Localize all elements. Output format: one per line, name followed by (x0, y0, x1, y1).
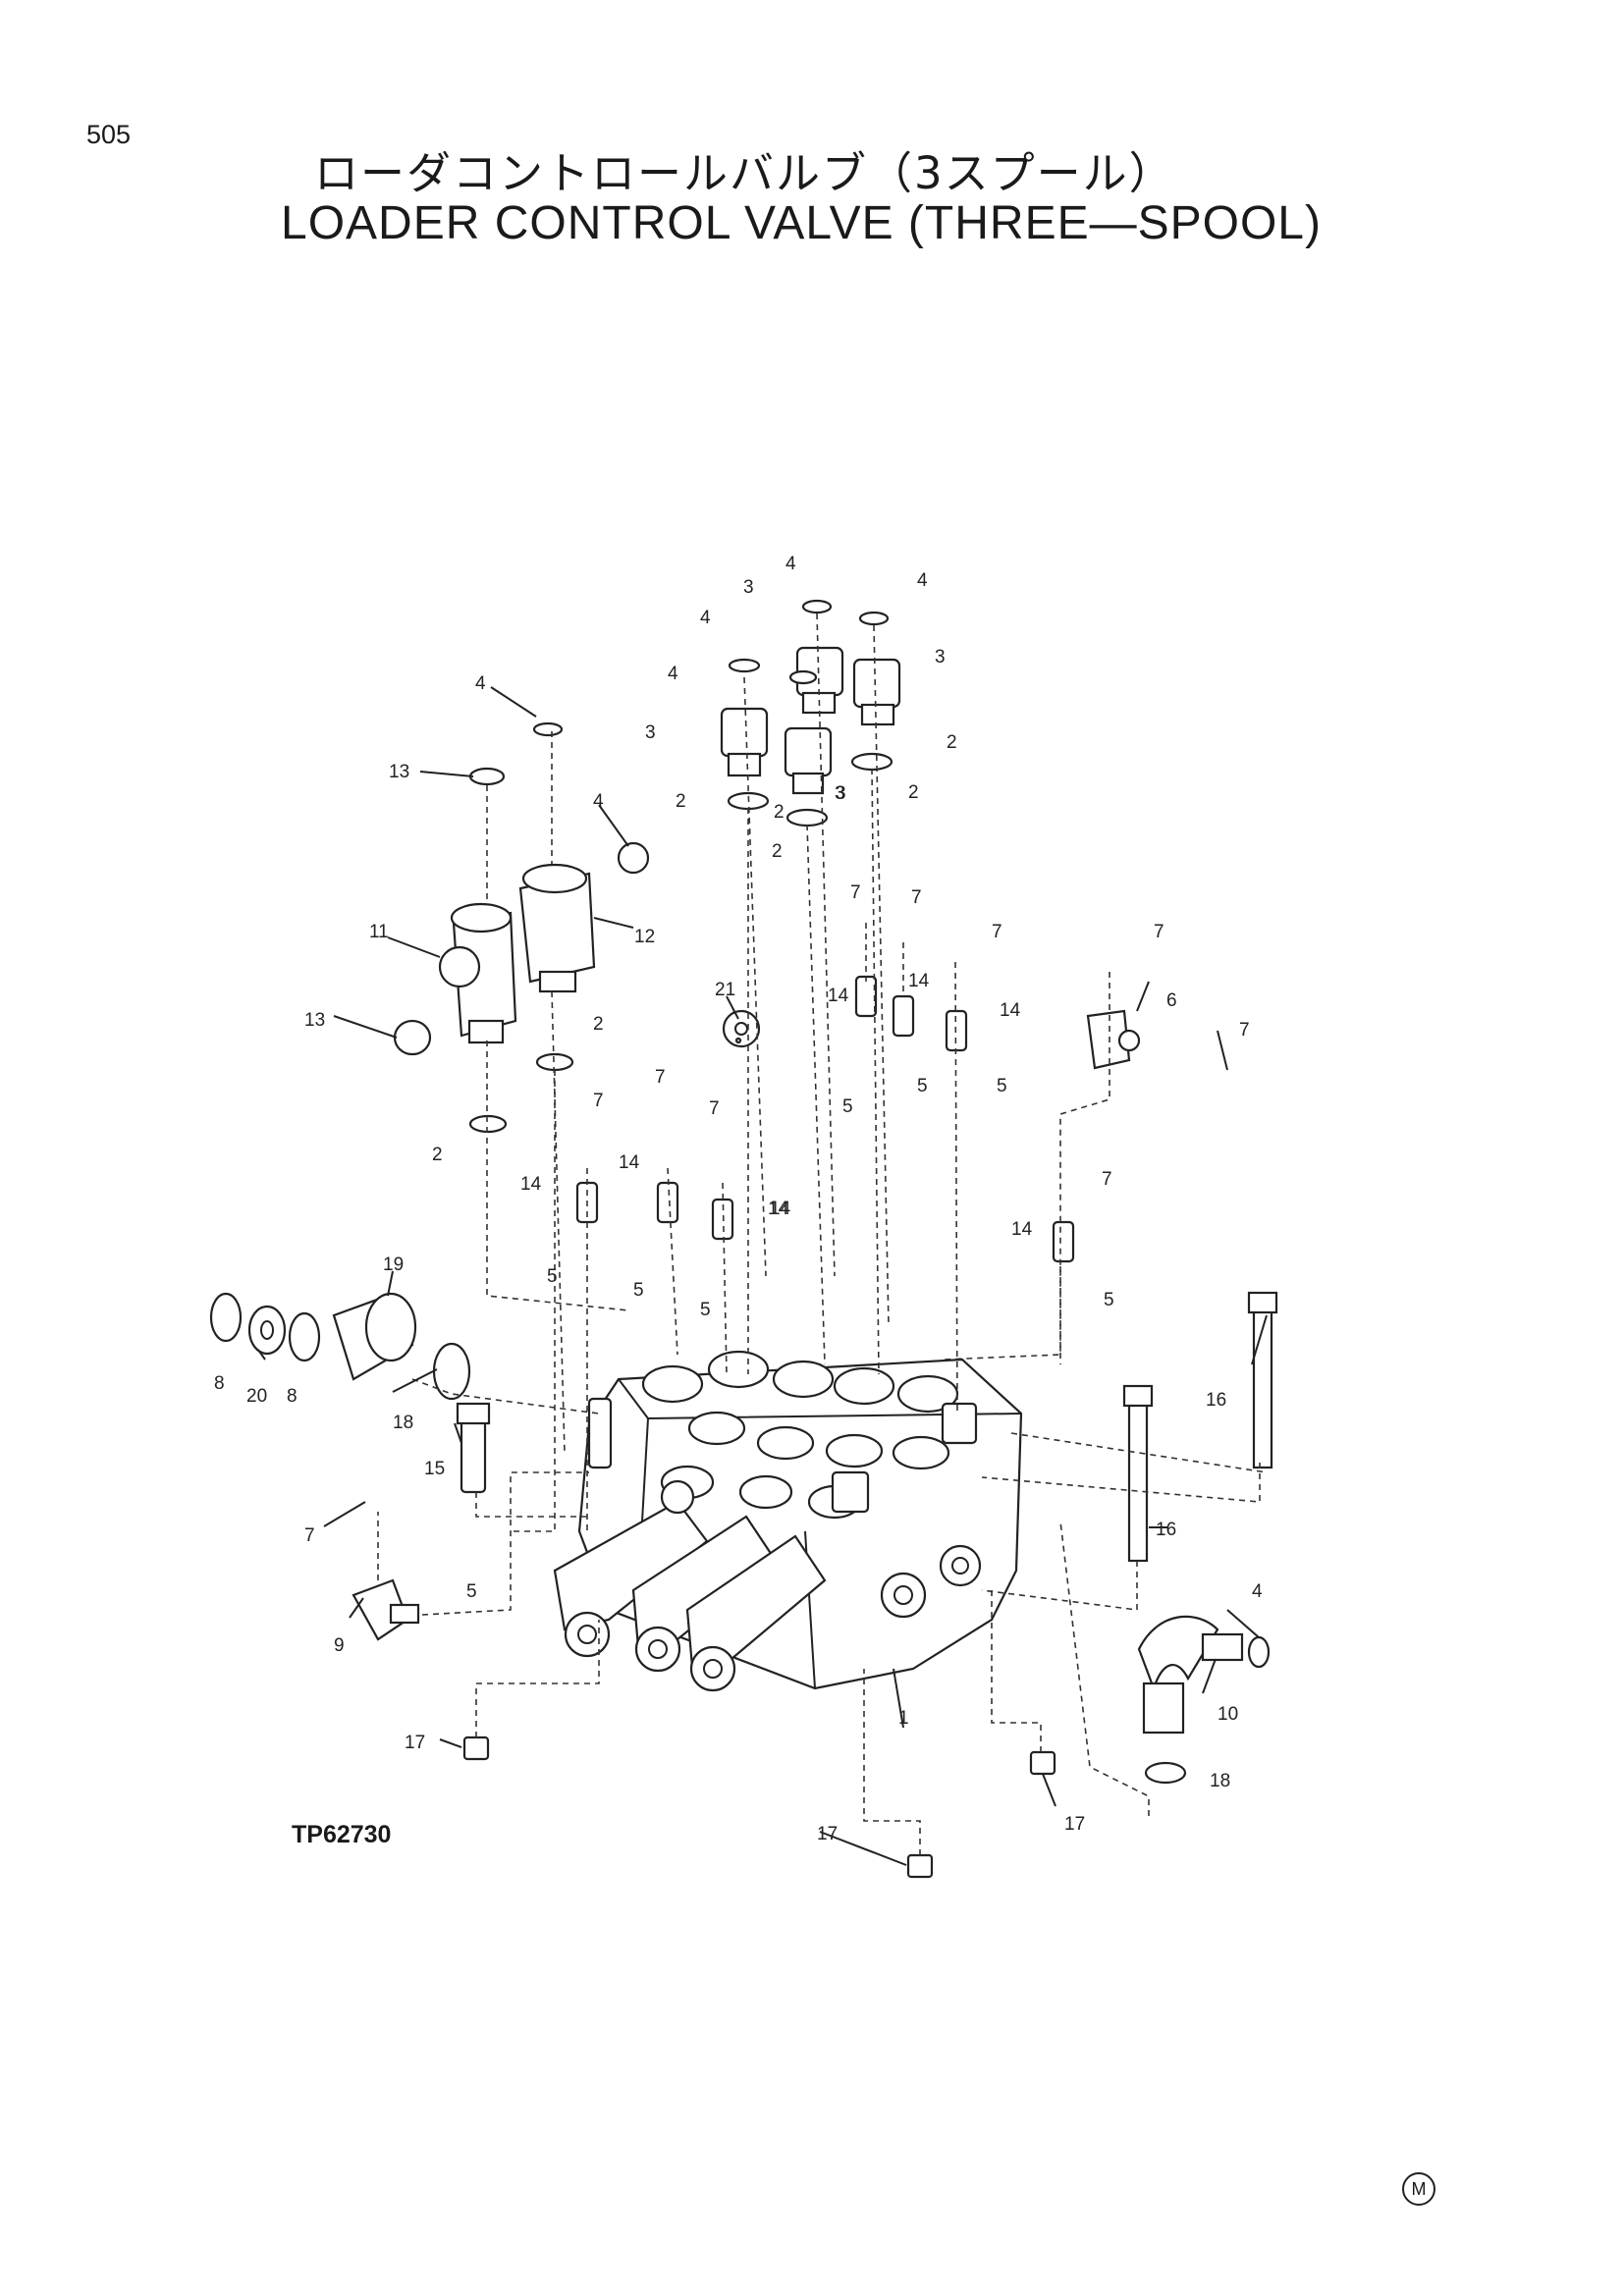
callout-11: 11 (369, 922, 389, 942)
callout-17: 17 (1064, 1814, 1085, 1835)
callout-21: 21 (715, 980, 735, 1000)
callout-7: 7 (850, 882, 861, 903)
callout-15: 15 (424, 1459, 445, 1479)
callout-8: 8 (287, 1386, 298, 1407)
callout-13: 13 (304, 1010, 325, 1031)
callout-20: 20 (246, 1386, 267, 1407)
side-port-fittings (209, 1292, 491, 1494)
callout-10: 10 (1218, 1704, 1238, 1725)
callout-4: 4 (593, 791, 604, 812)
callout-2: 2 (947, 732, 957, 753)
callout-7: 7 (1102, 1169, 1112, 1190)
callout-2: 2 (772, 841, 783, 862)
callout-7: 7 (1239, 1020, 1250, 1041)
port-adapters (720, 599, 901, 828)
callout-5: 5 (466, 1581, 477, 1602)
callout-4: 4 (785, 554, 796, 574)
page-number: 505 (86, 120, 132, 149)
figure-code: TP62730 (292, 1821, 392, 1848)
callout-16: 16 (1156, 1520, 1176, 1540)
callout-5: 5 (633, 1280, 644, 1301)
callout-3: 3 (743, 577, 754, 598)
callout-6: 6 (1166, 990, 1177, 1011)
callout-2: 2 (908, 782, 919, 803)
callout-14: 14 (619, 1152, 640, 1173)
callout-12: 12 (634, 927, 655, 947)
callout-4: 4 (700, 608, 711, 628)
callout-2: 2 (774, 802, 785, 823)
valve-body (553, 1350, 1023, 1692)
callout-18: 18 (393, 1413, 413, 1433)
callout-3: 3 (835, 783, 845, 804)
callout-4: 4 (475, 673, 486, 694)
callout-17: 17 (817, 1824, 838, 1844)
machine-mark: M (1402, 2172, 1435, 2206)
callout-14: 14 (1011, 1219, 1033, 1240)
callout-14: 14 (828, 986, 849, 1006)
callout-13: 13 (389, 762, 409, 782)
callout-5: 5 (1104, 1290, 1114, 1310)
page-title-japanese: ローダコントロールバルブ（3スプール） (314, 147, 1175, 199)
callout-8: 8 (214, 1373, 225, 1394)
callout-4: 4 (917, 570, 928, 591)
callout-19: 19 (383, 1255, 404, 1275)
leader-lines (257, 686, 1268, 1866)
callout-5: 5 (997, 1076, 1007, 1096)
callout-2: 2 (676, 791, 686, 812)
callout-9: 9 (334, 1635, 345, 1656)
callout-14: 14 (770, 1199, 791, 1219)
callout-1: 1 (898, 1708, 909, 1729)
callout-5: 5 (917, 1076, 928, 1096)
callout-labels: 1 2 2 2 2 2 2 2 3 3 3 3 3 4 4 4 4 4 4 4 … (214, 554, 1263, 1844)
callout-14: 14 (908, 971, 930, 991)
callout-7: 7 (1154, 922, 1164, 942)
callout-4: 4 (668, 664, 678, 684)
callout-2: 2 (432, 1145, 443, 1165)
lower-fittings (352, 1037, 1278, 1879)
callout-5: 5 (547, 1266, 558, 1287)
callout-7: 7 (655, 1067, 666, 1088)
callout-3: 3 (836, 783, 846, 804)
callout-5: 5 (842, 1096, 853, 1117)
callout-7: 7 (304, 1525, 315, 1546)
grease-fittings (575, 975, 1141, 1263)
callout-7: 7 (992, 922, 1002, 942)
callout-14: 14 (1000, 1000, 1021, 1021)
callout-14: 14 (520, 1174, 542, 1195)
callout-2: 2 (593, 1014, 604, 1035)
callout-7: 7 (709, 1098, 720, 1119)
callout-16: 16 (1206, 1390, 1226, 1411)
assembly-lines (377, 613, 1268, 1855)
callout-18: 18 (1210, 1771, 1230, 1791)
callout-3: 3 (935, 647, 946, 667)
relief-valves (393, 721, 650, 1134)
callout-17: 17 (405, 1733, 425, 1753)
callout-7: 7 (593, 1091, 604, 1111)
callout-3: 3 (645, 722, 656, 743)
callout-7: 7 (911, 887, 922, 908)
callout-5: 5 (700, 1300, 711, 1320)
page-title-english: LOADER CONTROL VALVE (THREE—SPOOL) (281, 197, 1322, 249)
callout-4: 4 (1252, 1581, 1263, 1602)
callout-14: 14 (768, 1199, 789, 1219)
